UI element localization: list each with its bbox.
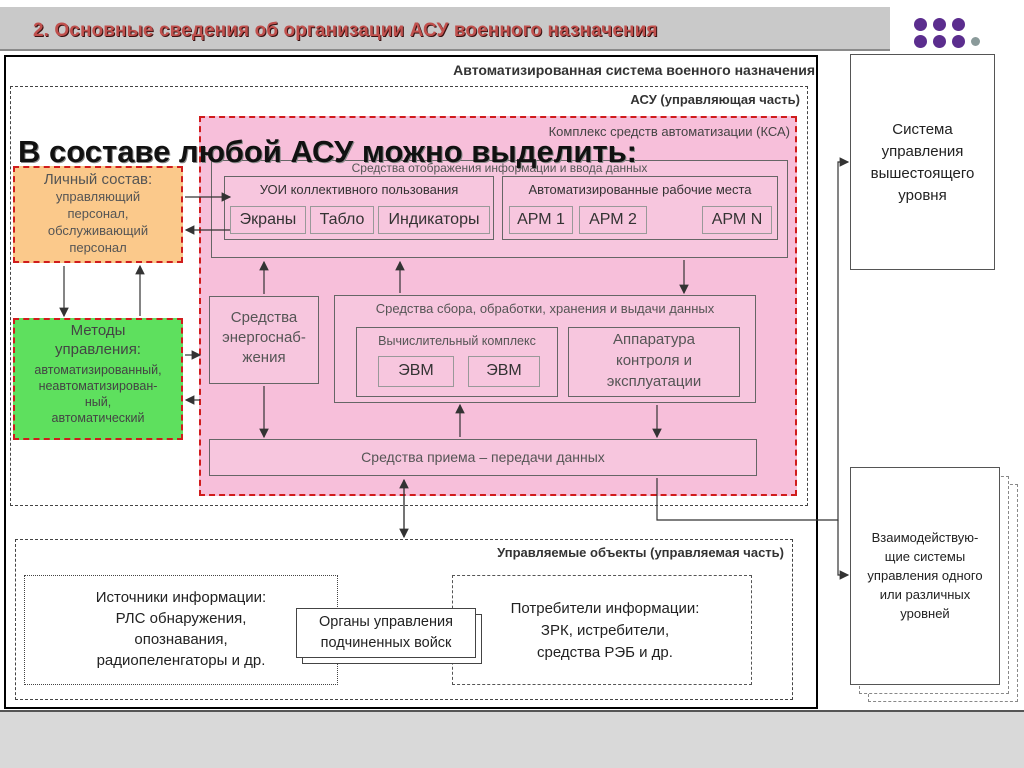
evm-2 [468, 356, 540, 387]
personnel-line-1: управляющий [55, 189, 141, 204]
evm-1-label: ЭВМ [398, 362, 434, 379]
computing-complex-label: Вычислительный комплекс [378, 334, 536, 348]
methods-title-2: управления: [55, 341, 141, 358]
info-sources-line-4: радиопеленгаторы и др. [96, 652, 266, 669]
interacting-systems-box [850, 467, 1000, 685]
arm-item-1-label: АРМ 1 [517, 211, 565, 228]
higher-system-line-3: вышестоящего [870, 165, 975, 182]
interacting-line-3: управления одного [867, 568, 983, 583]
personnel-box [13, 166, 183, 263]
uoi-item-indicators [378, 206, 490, 234]
methods-box [13, 318, 183, 440]
interacting-line-1: Взаимодействую- [871, 530, 979, 545]
transmission-block [209, 439, 757, 476]
asu-region [10, 86, 808, 506]
arm-item-1 [509, 206, 573, 234]
uoi-item-boards-label: Табло [319, 211, 365, 228]
uoi-item-indicators-label: Индикаторы [388, 211, 480, 228]
arm-item-n-label: АРМ N [711, 211, 763, 228]
info-consumers-line-2: ЗРК, истребители, [540, 622, 670, 639]
slide-footer [0, 712, 1024, 768]
uoi-label: УОИ коллективного пользования [259, 182, 459, 197]
personnel-line-2: персонал, [67, 206, 129, 221]
interacting-line-5: уровней [900, 606, 950, 621]
control-equipment-line-3: эксплуатации [606, 373, 702, 390]
evm-2-label: ЭВМ [486, 362, 522, 379]
arm-label: Автоматизированные рабочие места [528, 182, 752, 197]
higher-system-line-2: управления [881, 143, 964, 160]
control-equipment-block [568, 327, 740, 397]
energy-line-3: жения [242, 349, 286, 366]
info-sources-line-3: опознавания, [134, 631, 228, 648]
arm-item-n [702, 206, 772, 234]
uoi-item-screens-label: Экраны [239, 211, 297, 228]
info-sources-line-1: Источники информации: [95, 589, 267, 606]
personnel-line-4: персонал [69, 240, 127, 255]
control-equipment-line-1: Аппаратура [612, 331, 695, 348]
subordinate-organs-line-1: Органы управления [319, 614, 453, 630]
interacting-line-2: щие системы [884, 549, 966, 564]
methods-line-1: автоматизированный, [34, 363, 162, 377]
methods-line-4: автоматический [51, 411, 145, 425]
main-system-title: Автоматизированная система военного назн… [453, 62, 815, 78]
higher-system-box [850, 54, 995, 270]
personnel-title: Личный состав: [43, 171, 153, 188]
transmission-label: Средства приема – передачи данных [361, 449, 605, 465]
info-consumers-line-3: средства РЭБ и др. [537, 644, 673, 661]
energy-line-1: Средства [230, 309, 298, 326]
personnel-line-3: обслуживающий [47, 223, 149, 238]
uoi-item-screens [230, 206, 306, 234]
methods-line-3: ный, [84, 395, 112, 409]
processing-label: Средства сбора, обработки, хранения и вы… [375, 301, 715, 316]
footer-divider [0, 710, 1024, 712]
info-sources-line-2: РЛС обнаружения, [115, 610, 247, 627]
energy-supply-block [209, 296, 319, 384]
arm-item-2 [579, 206, 647, 234]
higher-system-line-4: уровня [898, 187, 947, 204]
info-consumers-line-1: Потребители информации: [510, 600, 700, 617]
arm-item-2-label: АРМ 2 [589, 211, 637, 228]
slide-title: 2. Основные сведения об организации АСУ … [33, 20, 658, 41]
managed-objects-label: Управляемые объекты (управляемая часть) [497, 545, 784, 560]
control-equipment-line-2: контроля и [615, 352, 692, 369]
methods-line-2: неавтоматизирован- [38, 379, 158, 393]
energy-line-2: энергоснаб- [222, 329, 306, 346]
subordinate-organs-box [296, 608, 476, 658]
methods-title-1: Методы [70, 322, 126, 339]
asu-label: АСУ (управляющая часть) [630, 92, 800, 107]
higher-system-line-1: Система [892, 121, 953, 138]
header-bar: 2. Основные сведения об организации АСУ … [0, 7, 890, 51]
ksa-label: Комплекс средств автоматизации (КСА) [548, 124, 790, 139]
interacting-line-4: или различных [879, 587, 971, 602]
managed-objects-region [15, 539, 793, 700]
uoi-item-boards [310, 206, 374, 234]
decorative-dots-icon [895, 0, 1024, 54]
subordinate-organs-line-2: подчиненных войск [320, 635, 452, 651]
evm-1 [378, 356, 454, 387]
display-input-label: Средства отображения информации и ввода … [351, 161, 648, 175]
overlay-title: В составе любой АСУ можно выделить: [18, 134, 638, 169]
